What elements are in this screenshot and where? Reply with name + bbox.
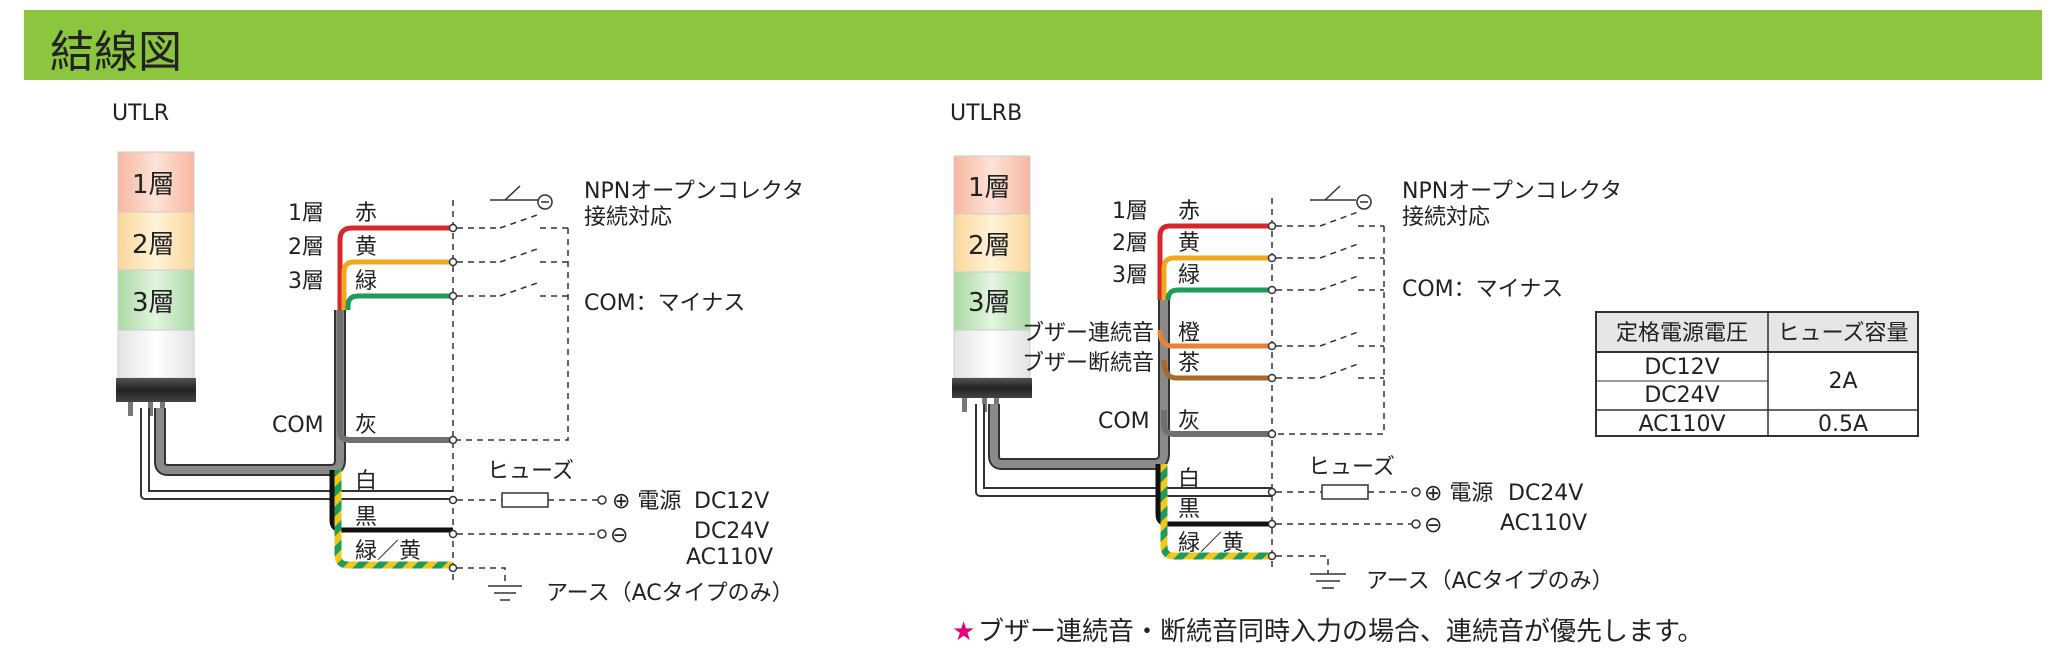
footnote-star: ★ bbox=[952, 617, 975, 647]
fuse-table-cell-dc12v: DC12V bbox=[1644, 355, 1719, 380]
fuse-table-cell-dc24v: DC24V bbox=[1644, 383, 1719, 408]
left-tier-label-3: 3層 bbox=[288, 269, 324, 294]
right-minus: ⊖ bbox=[1424, 513, 1442, 538]
left-tier-label-2: 2層 bbox=[288, 235, 324, 260]
left-model-label: UTLR bbox=[112, 101, 169, 126]
left-tier-label-1: 1層 bbox=[288, 201, 324, 226]
right-wire-green: 緑 bbox=[1178, 263, 1200, 288]
left-cables bbox=[140, 310, 453, 500]
right-wire-black: 黒 bbox=[1178, 497, 1200, 522]
right-wires bbox=[1155, 223, 1272, 560]
left-com-minus: COM：マイナス bbox=[584, 291, 745, 316]
right-tier-label-3: 3層 bbox=[1112, 263, 1148, 288]
left-wire-green-yellow: 緑／黄 bbox=[355, 539, 421, 564]
left-wire-gray: 灰 bbox=[355, 413, 377, 438]
fuse-table-cell-2a: 2A bbox=[1828, 369, 1857, 394]
left-com-label: COM bbox=[272, 413, 324, 438]
left-npn-line1: NPNオープンコレクタ bbox=[584, 179, 804, 204]
fuse-table: 定格電源電圧 ヒューズ容量 DC12V DC24V AC110V 2A 0.5A bbox=[1595, 311, 1919, 437]
left-power-v3: AC110V bbox=[686, 545, 773, 570]
right-power-label: ⊕ 電源 bbox=[1424, 481, 1493, 506]
fuse-table-header-voltage: 定格電源電圧 bbox=[1616, 321, 1748, 346]
left-minus: ⊖ bbox=[610, 523, 628, 548]
left-tier-3 bbox=[117, 269, 195, 331]
right-wire-red: 赤 bbox=[1178, 199, 1200, 224]
left-tower-base bbox=[116, 378, 196, 402]
left-power-v2: DC24V bbox=[694, 519, 769, 544]
left-wire-labels: 1層 2層 3層 赤 黄 緑 COM 灰 白 黒 緑／黄 bbox=[272, 201, 421, 564]
right-wire-labels: 1層 2層 3層 赤 黄 緑 ブザー連続音 ブザー断続音 橙 茶 COM 灰 白… bbox=[1022, 199, 1244, 556]
fuse-table-cell-ac110v: AC110V bbox=[1638, 412, 1725, 437]
right-tier-2-text: 2層 bbox=[968, 231, 1011, 261]
left-signal-tower: 1層 2層 3層 bbox=[116, 151, 196, 416]
right-com-minus: COM：マイナス bbox=[1402, 277, 1563, 302]
left-earth-label: アース（ACタイプのみ） bbox=[546, 581, 794, 606]
right-tier-1-text: 1層 bbox=[968, 173, 1011, 203]
left-tier-1-text: 1層 bbox=[132, 170, 175, 200]
right-wire-brown: 茶 bbox=[1178, 351, 1200, 376]
left-npn-line2: 接続対応 bbox=[584, 205, 672, 230]
left-diagram: UTLR 1層 2層 3層 bbox=[112, 101, 804, 606]
right-model-label: UTLRB bbox=[950, 101, 1022, 126]
left-wire-white: 白 bbox=[355, 469, 377, 494]
right-wire-white: 白 bbox=[1178, 467, 1200, 492]
right-tier-label-2: 2層 bbox=[1112, 231, 1148, 256]
right-wire-yellow: 黄 bbox=[1178, 231, 1200, 256]
left-tower-body bbox=[117, 329, 195, 379]
left-wire-red: 赤 bbox=[355, 201, 377, 226]
fuse-table-cell-05a: 0.5A bbox=[1818, 412, 1868, 437]
left-wire-black: 黒 bbox=[355, 505, 377, 530]
right-buzzer-cont: ブザー連続音 bbox=[1022, 321, 1154, 346]
left-tier-2 bbox=[117, 211, 195, 271]
fuse-table-header-capacity: ヒューズ容量 bbox=[1778, 321, 1909, 346]
right-com-label: COM bbox=[1098, 409, 1150, 434]
left-tier-2-text: 2層 bbox=[132, 230, 175, 260]
left-wires bbox=[329, 225, 453, 569]
right-npn-line1: NPNオープンコレクタ bbox=[1402, 179, 1622, 204]
right-wire-green-yellow: 緑／黄 bbox=[1178, 531, 1244, 556]
left-fuse-label: ヒューズ bbox=[487, 459, 574, 484]
footnote-text: ブザー連続音・断続音同時入力の場合、連続音が優先します。 bbox=[978, 617, 1703, 647]
right-diagram: UTLRB 1層 2層 3層 bbox=[950, 101, 1703, 647]
header-bar: 結線図 bbox=[24, 10, 2042, 80]
right-npn-line2: 接続対応 bbox=[1402, 205, 1490, 230]
left-wire-green: 緑 bbox=[355, 269, 377, 294]
page-title: 結線図 bbox=[50, 27, 182, 78]
left-power-v1: DC12V bbox=[694, 489, 769, 514]
right-power-v2: AC110V bbox=[1500, 511, 1587, 536]
left-wire-yellow: 黄 bbox=[355, 235, 377, 260]
right-power-v1: DC24V bbox=[1508, 481, 1583, 506]
right-tier-3-text: 3層 bbox=[968, 288, 1011, 318]
right-fuse-label: ヒューズ bbox=[1308, 455, 1395, 480]
right-earth-label: アース（ACタイプのみ） bbox=[1366, 569, 1614, 594]
left-switches bbox=[457, 185, 607, 601]
right-signal-tower: 1層 2層 3層 bbox=[952, 155, 1032, 412]
right-tier-label-1: 1層 bbox=[1112, 199, 1148, 224]
left-tier-3-text: 3層 bbox=[132, 288, 175, 318]
right-wire-gray: 灰 bbox=[1178, 409, 1200, 434]
right-buzzer-int: ブザー断続音 bbox=[1022, 351, 1154, 376]
right-wire-orange: 橙 bbox=[1178, 321, 1200, 346]
left-power-label: ⊕ 電源 bbox=[612, 489, 681, 514]
